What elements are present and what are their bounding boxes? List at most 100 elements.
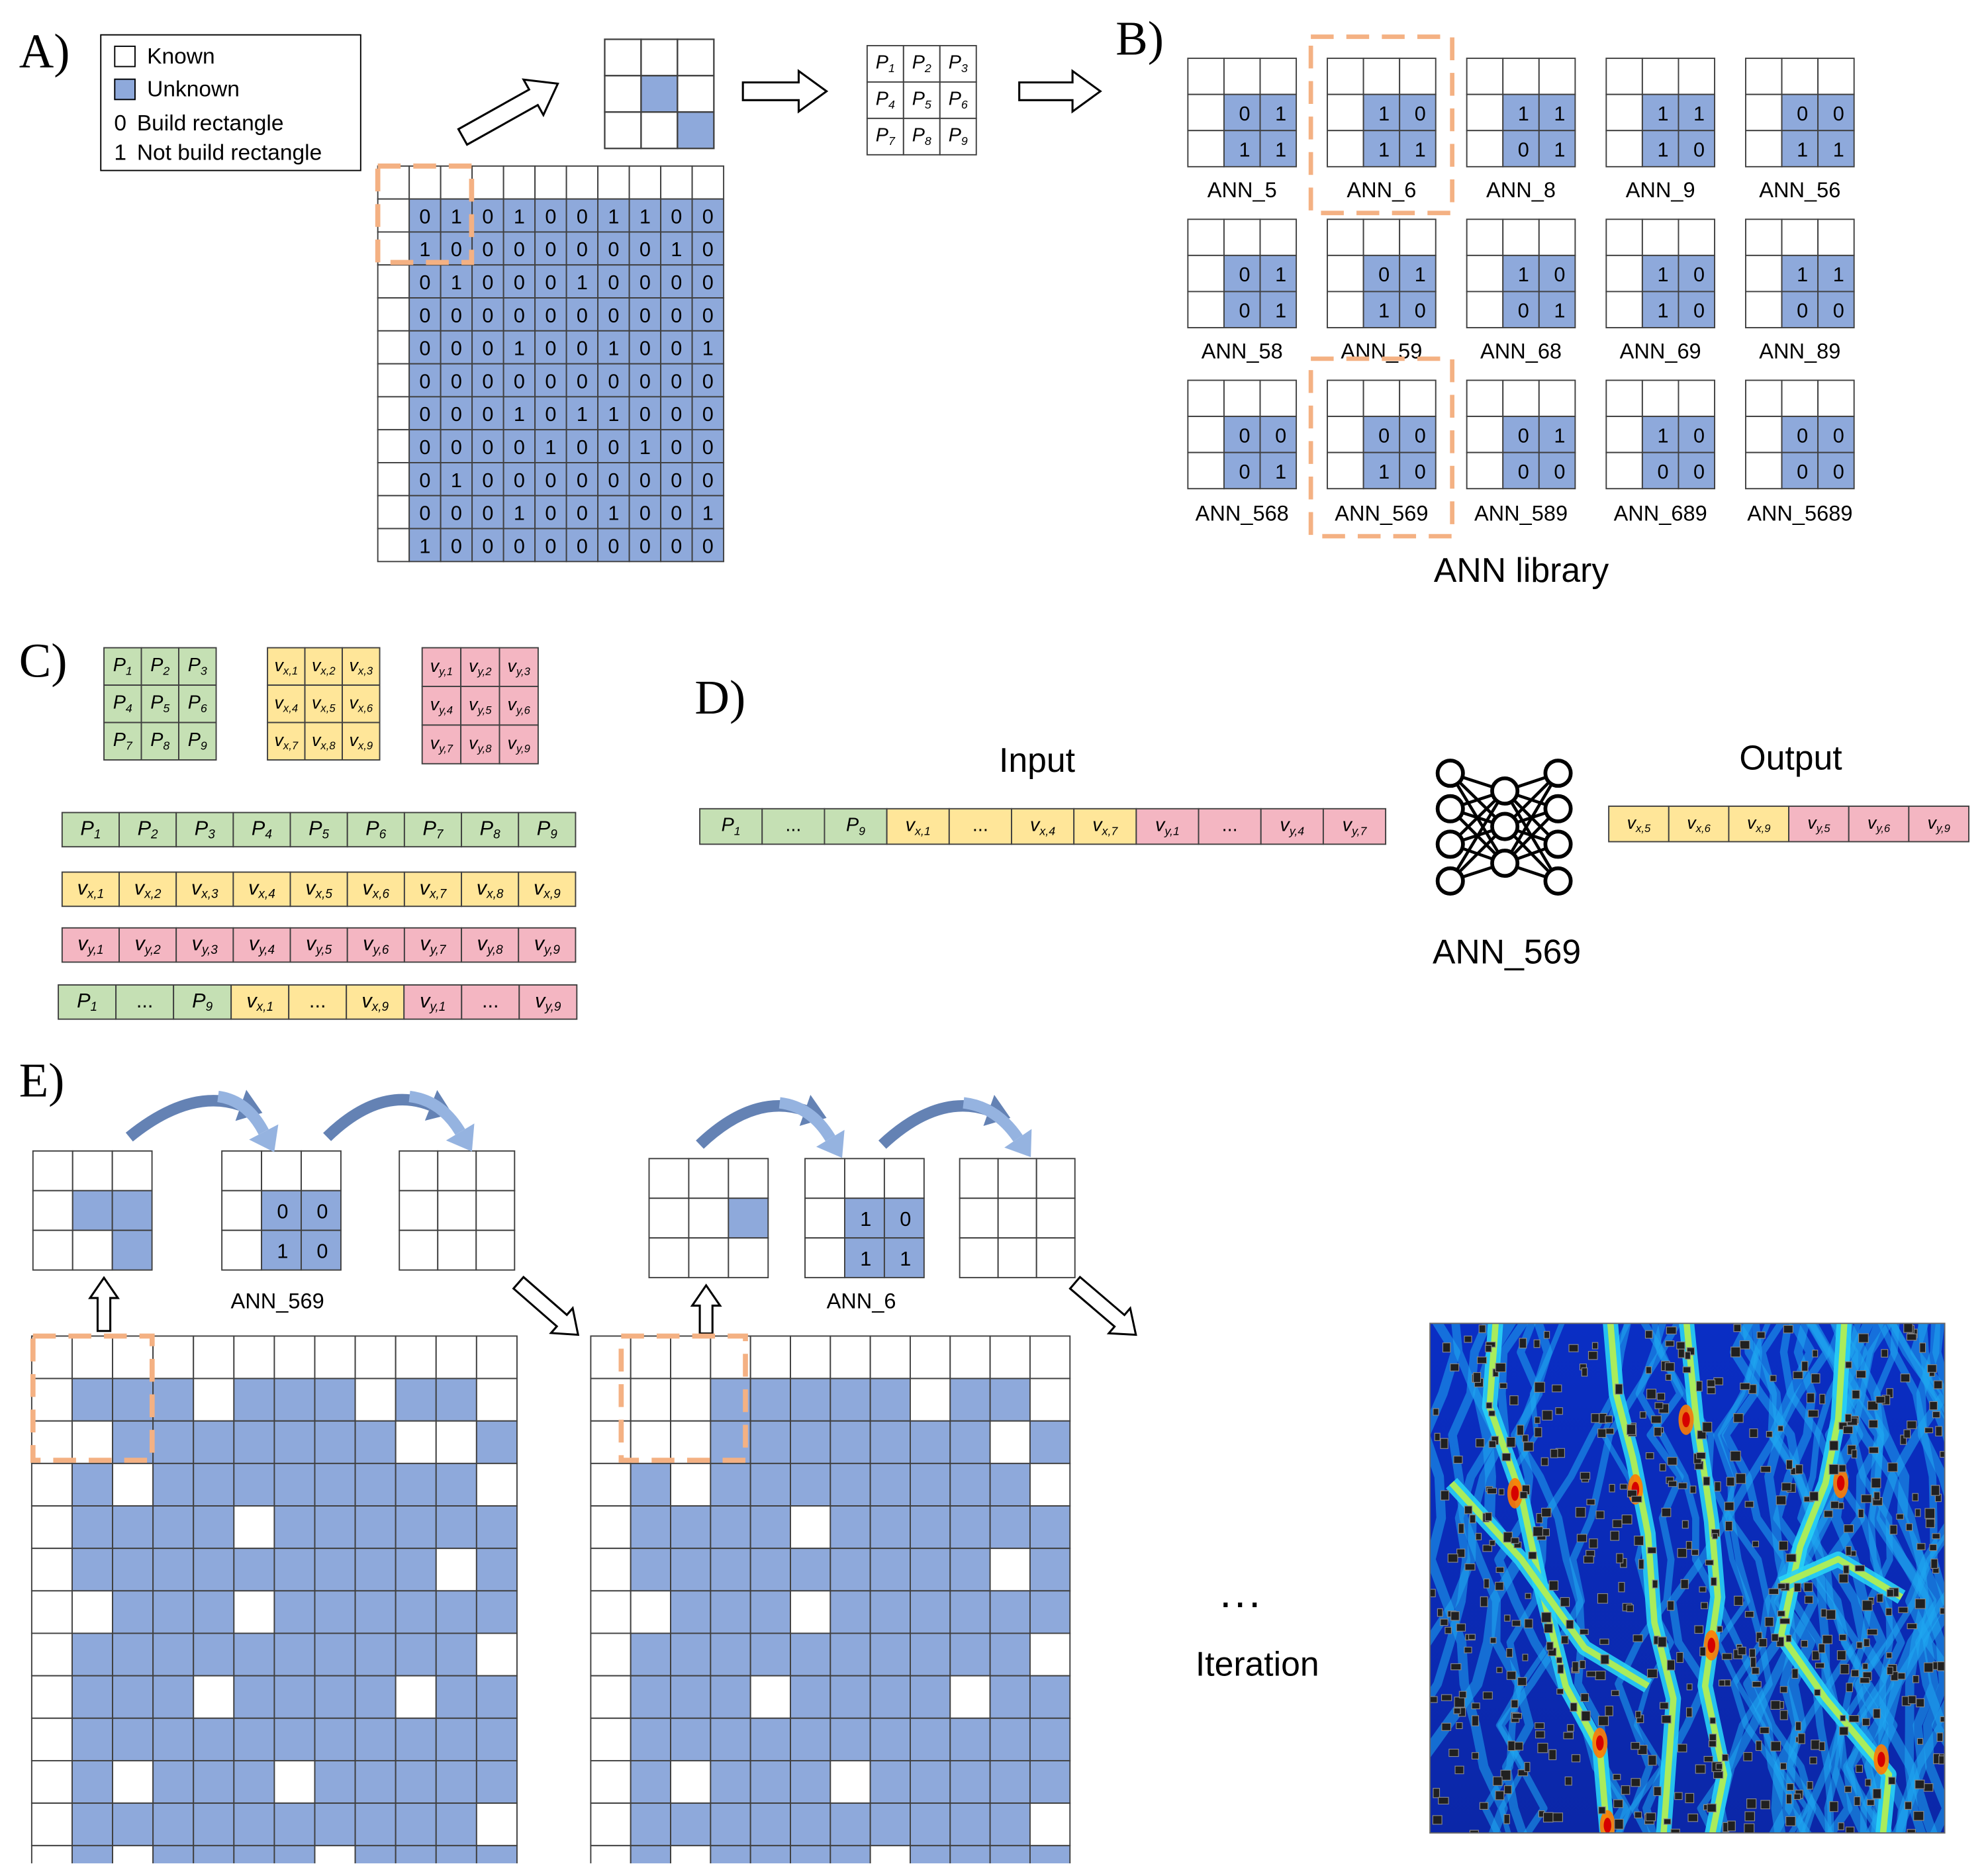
a-main-grid-digit: 1 bbox=[702, 338, 714, 360]
e1-main-grid-cell bbox=[273, 1420, 316, 1464]
flow-grain bbox=[1913, 1810, 1924, 1821]
a-main-grid-cell bbox=[565, 297, 599, 332]
c-row-p-label: P4 bbox=[252, 817, 272, 841]
flow-field-image bbox=[1429, 1323, 1946, 1834]
e1-main-grid-cell bbox=[30, 1759, 73, 1804]
flow-grain bbox=[1886, 1666, 1893, 1675]
flow-grain bbox=[1475, 1438, 1485, 1448]
ann-tile-ann-8-digit: 1 bbox=[1554, 103, 1565, 125]
flow-grain bbox=[1511, 1620, 1521, 1627]
e1-highlight bbox=[30, 1333, 155, 1463]
a-main-grid-cell bbox=[628, 231, 662, 266]
e1-main-grid-cell bbox=[475, 1632, 518, 1677]
a-main-grid-cell bbox=[691, 363, 725, 398]
a-main-grid-digit: 0 bbox=[702, 370, 714, 393]
flow-grain bbox=[1581, 1710, 1591, 1722]
ann-tile-ann-9-cell bbox=[1678, 130, 1715, 167]
c-small-grid-vy-label: vy,5 bbox=[469, 694, 492, 716]
flow-grain bbox=[1597, 1428, 1607, 1438]
a-main-grid-digit: 0 bbox=[702, 271, 714, 294]
flow-grain bbox=[1713, 1771, 1724, 1779]
c-row-p-label: P8 bbox=[480, 817, 500, 841]
ann-tile-ann-8-cell bbox=[1538, 130, 1576, 167]
c-small-grid-vx-label: vx,4 bbox=[275, 692, 299, 714]
flow-grain bbox=[1595, 1670, 1606, 1681]
a-main-grid-digit: 0 bbox=[608, 436, 619, 459]
ann-tile-ann-5689-digit: 0 bbox=[1797, 424, 1808, 447]
c-row-combined-label: ... bbox=[309, 990, 326, 1012]
c-small-grid-p-label: P2 bbox=[150, 655, 169, 678]
e2-main-grid-cell bbox=[670, 1759, 712, 1804]
flow-grain bbox=[1744, 1610, 1754, 1618]
a-p-label: P5 bbox=[912, 88, 931, 111]
e1-main-grid-cell bbox=[273, 1845, 316, 1864]
ann-tile-ann-6-cell bbox=[1399, 130, 1437, 167]
ann-tile-ann-89-cell bbox=[1744, 291, 1783, 328]
flow-grain bbox=[1560, 1597, 1570, 1607]
a-main-grid-cell bbox=[660, 528, 693, 563]
legend-build-label: Build rectangle bbox=[136, 110, 284, 136]
ann-tile-ann-89-cell bbox=[1817, 218, 1855, 256]
a-main-grid-digit: 0 bbox=[545, 338, 556, 360]
ann-tile-ann-68-digit: 0 bbox=[1518, 300, 1529, 322]
ann-tile-ann-569-label: ANN_569 bbox=[1335, 502, 1428, 526]
e2-empty-cell bbox=[997, 1237, 1037, 1279]
ann-tile-ann-56-digit: 0 bbox=[1797, 103, 1808, 125]
flow-grain bbox=[1751, 1667, 1760, 1675]
c-row-p-label: P6 bbox=[365, 817, 386, 841]
ann-tile-ann-5689-cell bbox=[1817, 416, 1855, 453]
flow-grain bbox=[1492, 1776, 1503, 1786]
output-label: Output bbox=[1739, 739, 1842, 777]
e2-main-grid-cell bbox=[1029, 1420, 1071, 1464]
ann-tile-ann-569-cell bbox=[1362, 379, 1401, 418]
e1-main-grid-cell bbox=[233, 1675, 275, 1719]
e2-ann-cell bbox=[804, 1237, 845, 1279]
e2-main-grid-cell bbox=[790, 1548, 831, 1592]
e2-main-grid-cell bbox=[590, 1675, 632, 1719]
a-main-grid-digit: 0 bbox=[419, 403, 430, 426]
flow-main-core bbox=[1683, 1323, 1728, 1834]
network-node bbox=[1543, 829, 1573, 859]
ann-tile-ann-568-digit: 0 bbox=[1239, 461, 1251, 483]
flow-grain bbox=[1746, 1798, 1757, 1809]
a-main-grid-digit: 1 bbox=[608, 338, 619, 360]
flow-grain bbox=[1631, 1495, 1642, 1503]
flow-hotspot-core bbox=[1595, 1735, 1604, 1751]
flow-grain bbox=[1826, 1609, 1836, 1620]
ann-tile-ann-9-cell bbox=[1641, 58, 1680, 95]
e1-window-cell bbox=[71, 1189, 113, 1231]
e2-main-grid-cell bbox=[1029, 1548, 1071, 1592]
flow-grain bbox=[1929, 1401, 1938, 1411]
flow-grain bbox=[1670, 1828, 1680, 1834]
ann-tile-ann-5-cell bbox=[1223, 130, 1261, 167]
e2-window-cell bbox=[728, 1197, 769, 1239]
a-main-grid-cell bbox=[628, 462, 662, 496]
flow-grain bbox=[1924, 1662, 1934, 1673]
e2-main-grid-cell bbox=[1029, 1675, 1071, 1719]
e1-main-grid-cell bbox=[233, 1377, 275, 1422]
e1-main-grid-cell bbox=[30, 1845, 73, 1864]
flow-grain bbox=[1488, 1440, 1497, 1448]
e2-arrow-up bbox=[690, 1283, 722, 1335]
e2-ann-cell bbox=[883, 1158, 925, 1199]
a-main-grid-digit: 0 bbox=[482, 535, 493, 557]
flow-grain bbox=[1566, 1619, 1574, 1629]
e1-main-grid-cell bbox=[314, 1675, 356, 1719]
d-output-strip-label: vx,9 bbox=[1747, 813, 1771, 835]
e2-main-grid-cell bbox=[949, 1717, 991, 1761]
e1-main-grid-cell bbox=[435, 1335, 477, 1379]
d-input-strip-cell bbox=[1198, 808, 1262, 845]
ann-tile-ann-8-digit: 1 bbox=[1518, 103, 1529, 125]
flow-grain bbox=[1478, 1325, 1486, 1333]
flow-grain bbox=[1705, 1560, 1714, 1566]
e2-empty-cell bbox=[1035, 1237, 1076, 1279]
network-node bbox=[1435, 794, 1465, 823]
c-row-vx-cell bbox=[461, 871, 520, 908]
a-p-label: P6 bbox=[949, 88, 968, 111]
e1-main-grid-cell bbox=[30, 1377, 73, 1422]
flow-grain bbox=[1430, 1696, 1438, 1703]
flow-grain bbox=[1811, 1650, 1820, 1661]
flow-grain bbox=[1448, 1748, 1459, 1757]
